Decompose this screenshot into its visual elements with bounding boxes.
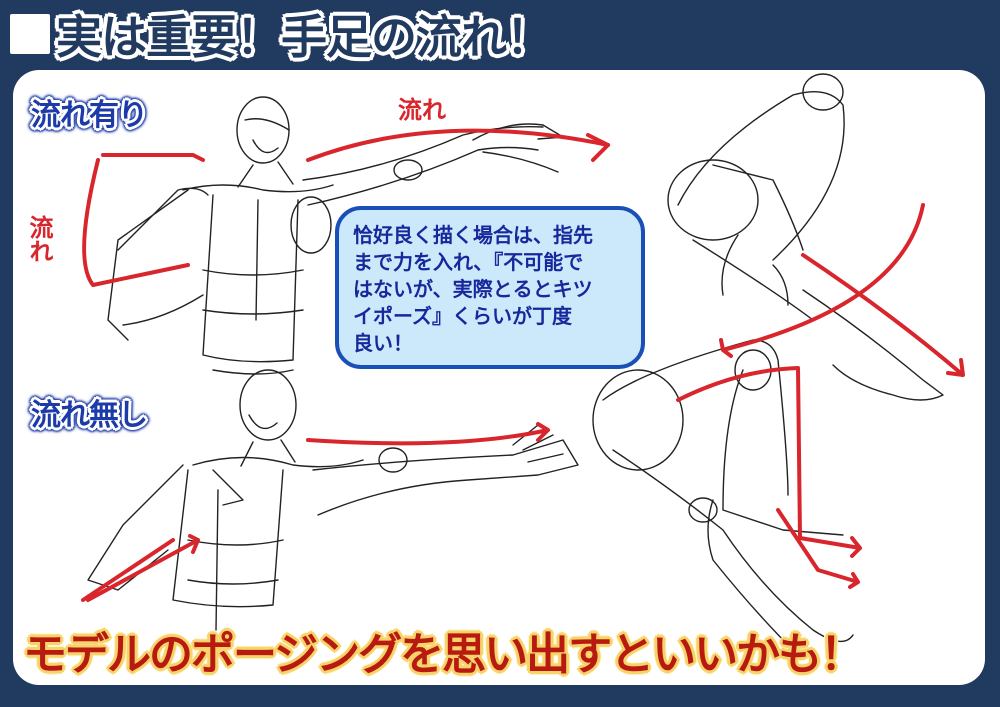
flow-arrow-crossed-leg <box>719 203 925 358</box>
figure-torso-with-flow <box>107 96 564 375</box>
label-without-flow: 流れ無し <box>31 398 148 433</box>
bottom-caption: モデルのポージングを思い出すといいかも！ <box>23 629 864 680</box>
figure-sketches <box>81 73 965 651</box>
flow-arrow-right-arm <box>306 128 610 162</box>
page-title: 実は重要！手足の流れ！ <box>10 4 552 64</box>
flow-annotation-top: 流れ <box>398 96 446 124</box>
callout-bubble: 恰好良く描く場合は、指先 まで力を入れ、『不可能で はないが、実際とるとキツ イ… <box>335 206 645 369</box>
label-with-flow: 流れ有り <box>31 98 148 133</box>
figure-legs-with-flow <box>667 73 944 401</box>
figure-torso-without-flow <box>87 369 579 631</box>
flow-annotation-left: 流れ <box>25 215 53 263</box>
title-marker-icon <box>10 14 50 54</box>
content-panel: 流れ有り 流れ無し 流れ 流れ 恰好良く描く場合は、指先 まで力を入れ、『不可能… <box>13 70 985 685</box>
title-text: 実は重要！手足の流れ！ <box>56 10 552 64</box>
figure-legs-without-flow <box>592 339 854 651</box>
